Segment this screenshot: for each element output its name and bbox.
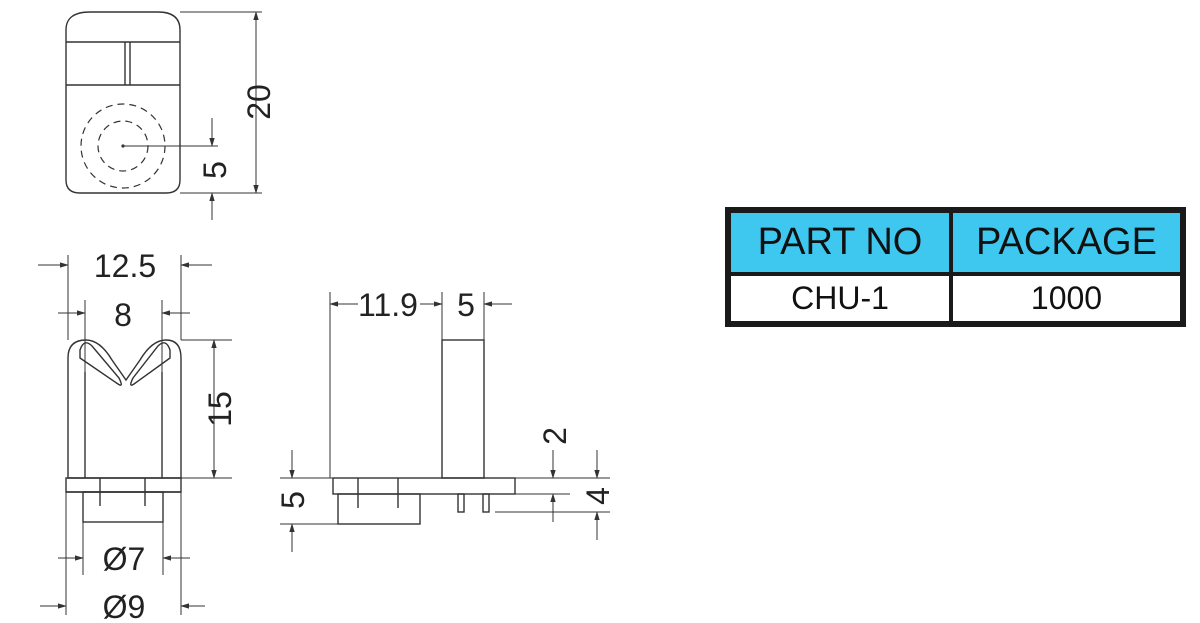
cell-package: 1000 (949, 272, 1185, 326)
dim-pin-gap-2: 2 (537, 427, 573, 445)
dim-stem-diameter: Ø7 (103, 541, 146, 577)
table-row: CHU-1 1000 (726, 272, 1185, 326)
dim-length-11-9: 11.9 (358, 287, 418, 323)
dim-post-width-5: 5 (457, 287, 475, 323)
table-header-row: PART NO PACKAGE (726, 207, 1185, 277)
dim-height-20: 20 (241, 84, 277, 120)
header-part-no: PART NO (726, 207, 953, 277)
dim-inner-width-8: 8 (114, 297, 132, 333)
top-view: 20 5 (65, 11, 277, 220)
dim-slot-height-15: 15 (202, 391, 238, 427)
dim-outer-width-12-5: 12.5 (94, 248, 156, 284)
dim-base-height-5: 5 (275, 491, 311, 509)
dim-base-diameter: Ø9 (103, 589, 146, 623)
cell-part-no: CHU-1 (726, 272, 953, 326)
header-package: PACKAGE (949, 207, 1185, 277)
dim-hole-offset-5: 5 (197, 161, 233, 179)
part-table: PART NO PACKAGE CHU-1 1000 (725, 207, 1186, 327)
side-view: 11.9 5 5 2 4 (275, 287, 616, 552)
front-view: 12.5 8 15 Ø7 Ø9 (38, 248, 238, 623)
dim-pin-height-4: 4 (580, 487, 616, 505)
